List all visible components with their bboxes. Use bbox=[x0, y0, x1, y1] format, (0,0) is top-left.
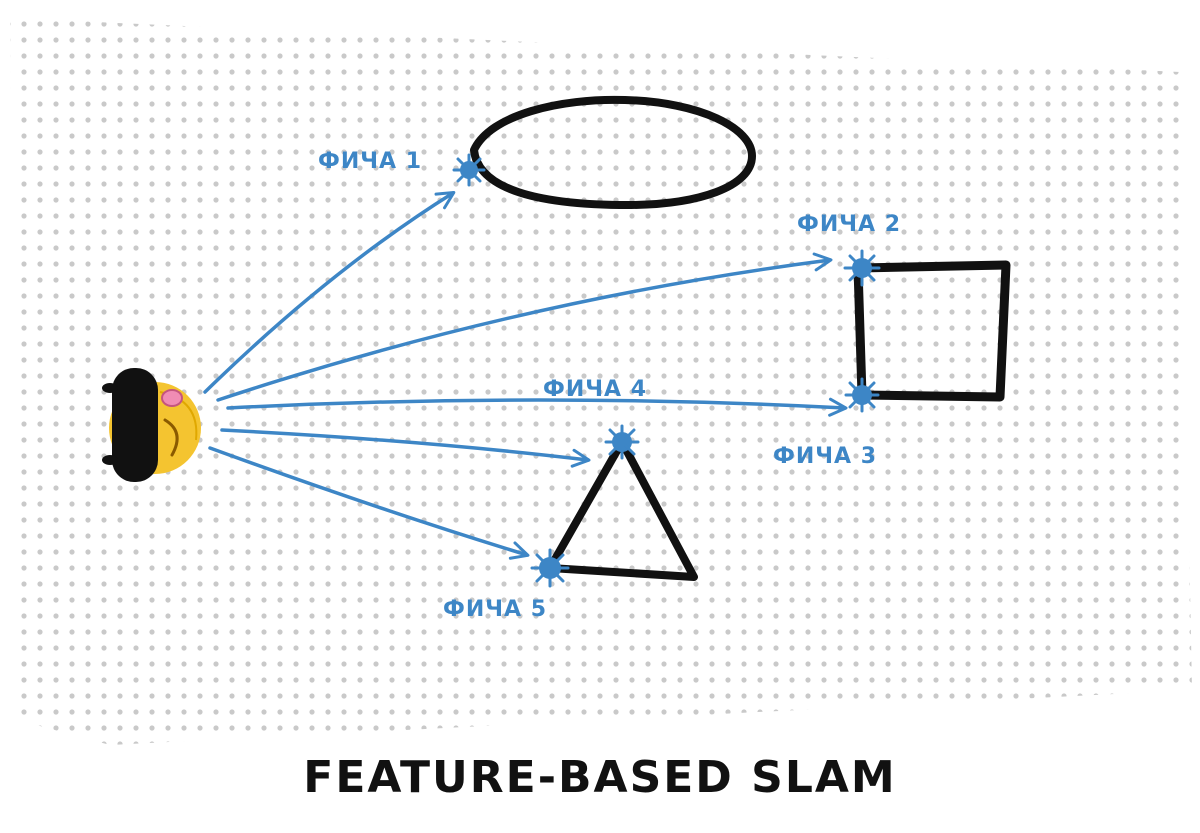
ray-to-feature-1 bbox=[203, 190, 456, 394]
feature-point-2 bbox=[843, 249, 881, 287]
feature-label-3: ФИЧА 3 bbox=[773, 444, 877, 469]
ray-to-feature-4 bbox=[220, 428, 591, 468]
ellipse-landmark bbox=[470, 95, 756, 210]
ray-to-feature-2 bbox=[216, 252, 833, 402]
dot-grid-background bbox=[10, 18, 1192, 745]
feature-point-1 bbox=[452, 153, 486, 187]
ray-to-feature-5 bbox=[208, 446, 530, 560]
camera-robot-icon bbox=[102, 368, 201, 482]
feature-points bbox=[452, 153, 881, 588]
feature-label-5: ФИЧА 5 bbox=[443, 597, 547, 622]
feature-point-5 bbox=[530, 548, 570, 588]
feature-label-2: ФИЧА 2 bbox=[797, 212, 901, 237]
ray-to-feature-3 bbox=[226, 397, 848, 417]
square-landmark bbox=[853, 260, 1011, 402]
feature-point-3 bbox=[844, 377, 880, 413]
feature-labels: ФИЧА 1 ФИЧА 2 ФИЧА 3 ФИЧА 4 ФИЧА 5 bbox=[318, 149, 901, 622]
landmark-shapes bbox=[470, 95, 1011, 581]
feature-label-4: ФИЧА 4 bbox=[543, 377, 647, 402]
feature-point-4 bbox=[604, 424, 640, 460]
triangle-landmark bbox=[546, 438, 698, 581]
diagram-caption: FEATURE-BASED SLAM bbox=[303, 752, 896, 803]
observation-rays bbox=[203, 190, 848, 560]
feature-label-1: ФИЧА 1 bbox=[318, 149, 422, 174]
